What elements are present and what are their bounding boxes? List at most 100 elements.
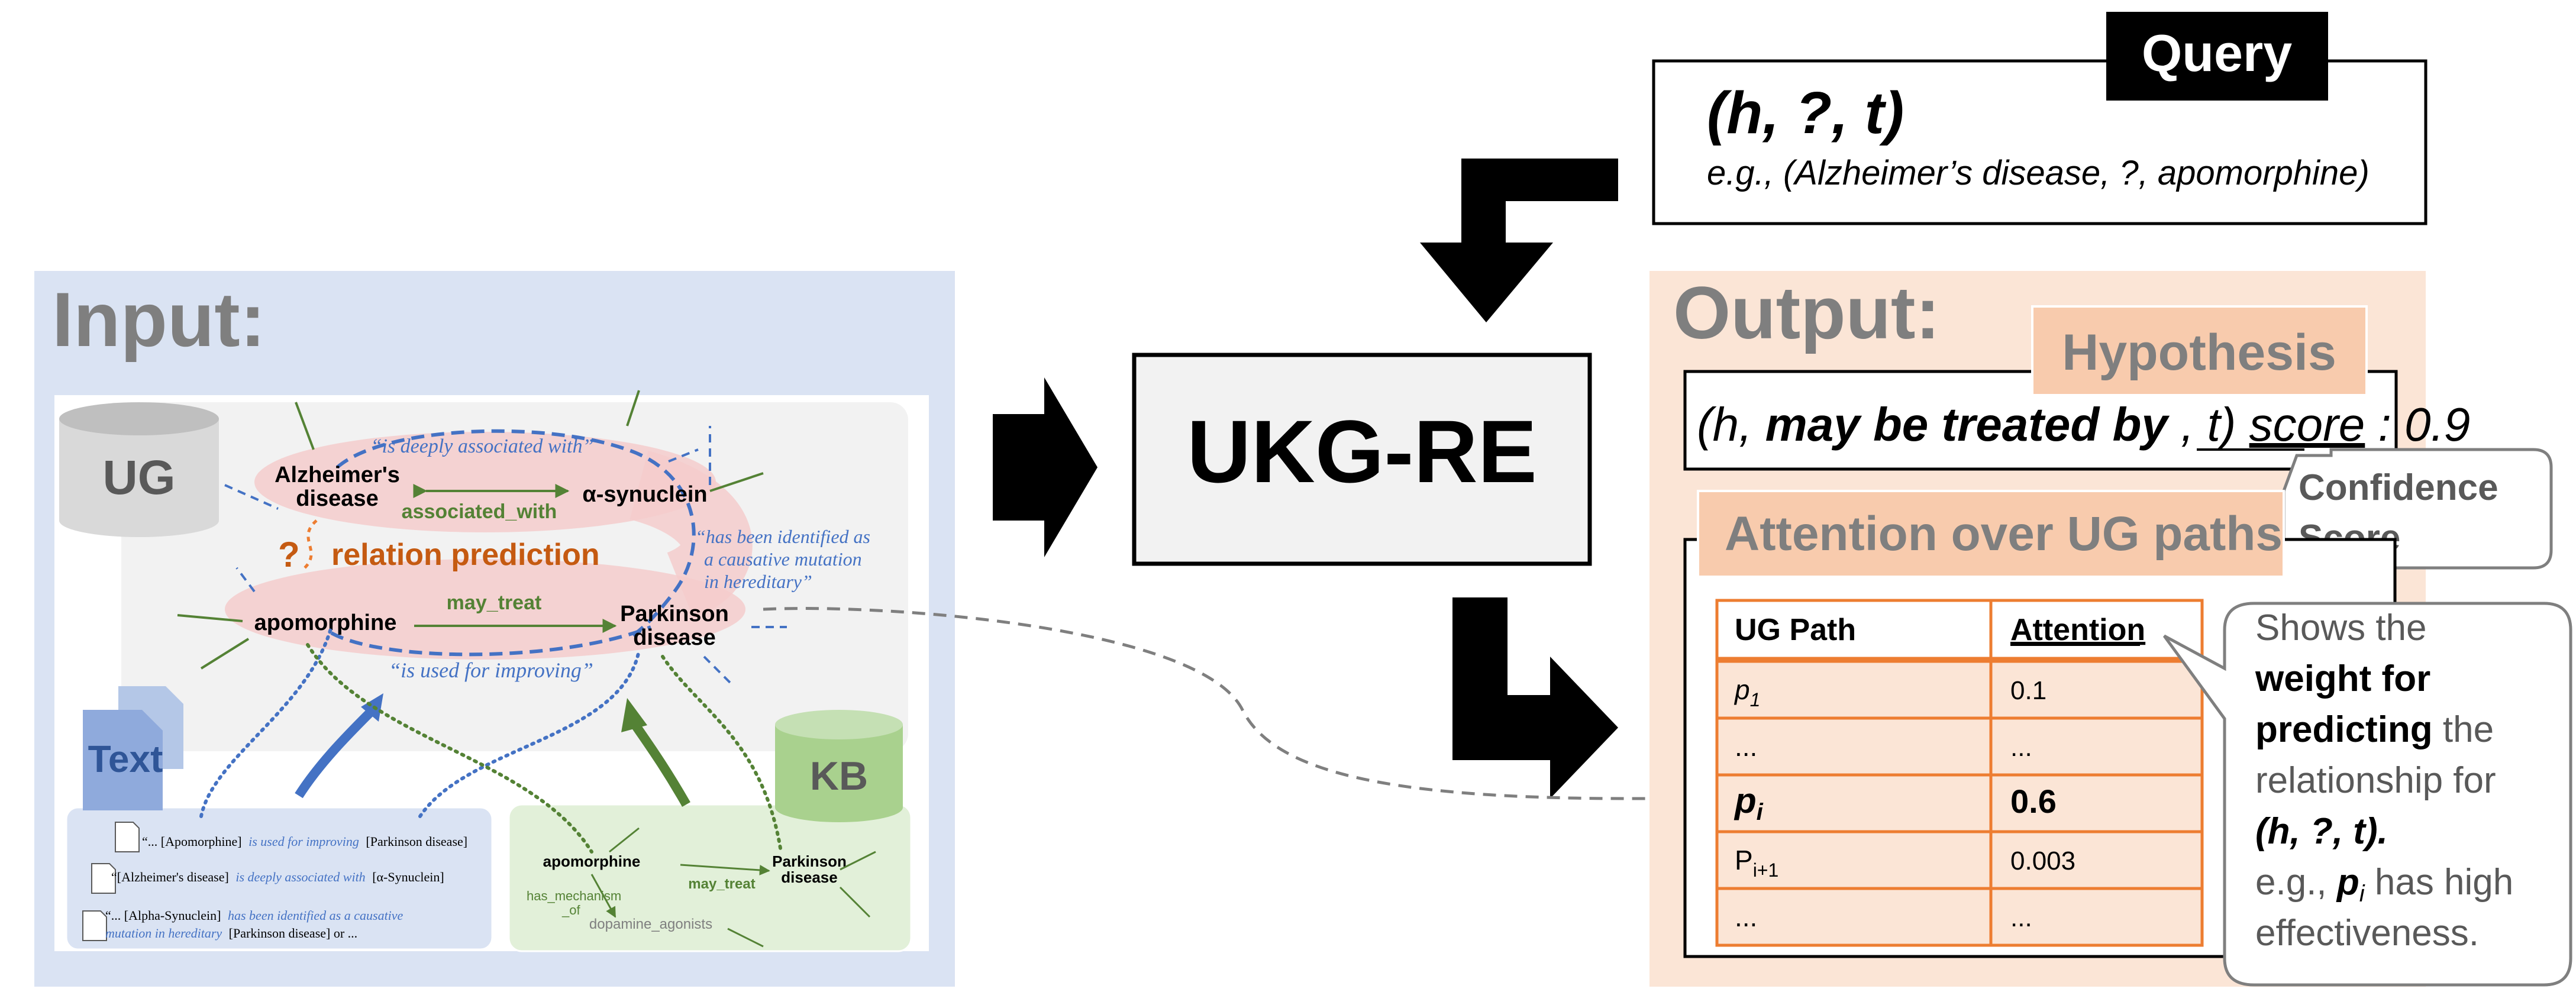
quote-identified-2: a causative mutation <box>704 548 862 570</box>
quote-identified-3: in hereditary” <box>704 571 812 592</box>
kb-edge-mechanism <box>590 874 616 918</box>
table-row <box>1715 773 2204 833</box>
attention-value-cell: ... <box>2010 903 2032 932</box>
attention-tab-label: Attention over UG paths <box>1725 507 2283 561</box>
kb-database-icon: KB <box>775 710 903 822</box>
ug-path-cell: ... <box>1735 731 1757 762</box>
attention-value-cell: 0.003 <box>2010 846 2075 875</box>
label-associated-with: associated_with <box>402 500 557 523</box>
kb-dotted-link-1 <box>306 643 593 854</box>
callout-line-2: weight for <box>2255 658 2430 699</box>
table-row <box>1715 830 2204 890</box>
text-source-panel <box>65 806 493 951</box>
query-tab-label: Query <box>2142 24 2292 82</box>
table-row <box>1715 887 2204 947</box>
model-to-output-arrow <box>1452 597 1618 799</box>
doc-stack-icons <box>82 822 140 941</box>
kb-label-may-treat: may_treat <box>688 876 755 892</box>
text-line-4: mutation in hereditary [Parkinson diseas… <box>105 926 357 941</box>
kb-label: KB <box>810 754 868 799</box>
table-body: p1 0.1...... pi 0.6Pi+1 0.003...... <box>1715 660 2204 947</box>
kb-node-apomorphine: apomorphine <box>543 852 641 870</box>
highlight-connector <box>629 451 753 619</box>
highlight-top <box>254 432 716 532</box>
kb-node-parkinson-line1: Parkinson <box>772 852 847 870</box>
text-label: Text <box>88 738 163 780</box>
attention-value-cell: 0.1 <box>2010 676 2046 705</box>
text-line-1: “... [Apomorphine] is used for improving… <box>142 834 467 849</box>
model-label: UKG-RE <box>1187 402 1537 501</box>
text-dotted-link-2 <box>418 649 641 818</box>
text-document-icon: Text <box>83 686 183 810</box>
input-panel: Input: UG <box>34 271 955 987</box>
attention-value-cell: ... <box>2010 733 2032 762</box>
callout-line-7: effectiveness. <box>2255 913 2479 954</box>
attention-table: UG Path Attention p1 0.1...... pi 0.6Pi+1 0.… <box>1715 599 2204 947</box>
kb-label-has-mechanism-1: has_mechanism <box>527 888 621 903</box>
output-title: Output: <box>1673 272 1940 354</box>
node-parkinson-line1: Parkinson <box>620 602 729 626</box>
hypothesis-tab-label: Hypothesis <box>2062 324 2336 381</box>
kb-node-dopamine: dopamine_agonists <box>589 916 712 932</box>
node-alzheimers-line1: Alzheimer's <box>275 463 400 487</box>
text-line-2: “[Alzheimer's disease] is deeply associa… <box>111 870 444 884</box>
ug-label: UG <box>103 451 176 505</box>
explanation-callout <box>2162 602 2572 987</box>
node-synuclein: α-synuclein <box>582 482 707 507</box>
explanation-text: Shows the weight for predicting the rela… <box>2255 608 2513 954</box>
ug-context-edges <box>224 426 787 687</box>
table-header-attention: Attention <box>2010 613 2145 647</box>
attention-tab <box>1697 490 2285 578</box>
confidence-line1: Confidence <box>2299 467 2498 508</box>
table-row <box>1715 660 2204 720</box>
hypothesis-tab <box>2031 305 2368 396</box>
node-apomorphine: apomorphine <box>254 610 397 635</box>
ug-path-cell: Pi+1 <box>1735 845 1778 881</box>
node-alzheimers-line2: disease <box>296 486 378 511</box>
ug-path-cell: pi <box>1734 781 1764 825</box>
callout-line-5: (h, ?, t). <box>2255 811 2388 852</box>
node-parkinson-line2: disease <box>633 625 715 650</box>
output-panel: Output: Hypothesis (h, may be treated by… <box>1649 271 2572 987</box>
query-tab <box>2106 12 2328 101</box>
input-title: Input: <box>52 276 266 363</box>
text-line-3: “... [Alpha-Synuclein] has been identifi… <box>105 908 403 923</box>
hypothesis-text: (h, may be treated by , t) score : 0.9 <box>1697 398 2470 451</box>
ug-database-icon: UG <box>59 402 219 537</box>
quote-deeply-associated: “is deeply associated with” <box>371 435 594 457</box>
attention-value-cell: 0.6 <box>2010 783 2057 820</box>
table-header-path: UG Path <box>1735 613 1856 647</box>
kb-node-parkinson-line2: disease <box>781 868 837 886</box>
kb-context-edges <box>609 827 876 948</box>
table-header-row <box>1715 599 2204 661</box>
callout-line-6: e.g., pi has high <box>2255 862 2513 907</box>
ug-path-cell: ... <box>1735 901 1757 932</box>
highlight-bottom <box>225 559 745 660</box>
query-example: e.g., (Alzheimer’s disease, ?, apomorphi… <box>1707 154 2370 192</box>
callout-line-1: Shows the <box>2255 608 2427 648</box>
ug-path-dashed-1 <box>336 429 696 641</box>
input-to-model-arrow <box>993 377 1097 557</box>
quote-used-for-improving: “is used for improving” <box>389 658 593 682</box>
callout-line-4: relationship for <box>2255 760 2496 801</box>
ug-context-edges-green <box>177 390 764 670</box>
text-to-ug-arrow <box>295 709 373 799</box>
kb-to-ug-arrow <box>629 719 690 807</box>
ug-path-cell: p1 <box>1734 674 1760 710</box>
query-box: Query (h, ?, t) e.g., (Alzheimer’s disea… <box>1652 12 2427 225</box>
kb-dotted-link-2 <box>661 655 783 854</box>
query-to-model-arrow <box>1420 159 1618 322</box>
relation-prediction-label: relation prediction <box>331 538 600 572</box>
query-triple: (h, ?, t) <box>1707 80 1904 146</box>
ukg-re-model-box: UKG-RE <box>1132 353 1592 566</box>
quote-identified-1: “has been identified as <box>695 526 870 547</box>
label-may-treat: may_treat <box>447 592 542 614</box>
callout-line-3: predicting the <box>2255 709 2494 750</box>
ug-path-dashed-2 <box>330 625 652 657</box>
question-mark: ? <box>278 535 300 574</box>
table-row <box>1715 716 2204 777</box>
path-to-pi-dashed-link <box>763 607 1730 809</box>
kb-edge-may-treat <box>680 864 770 875</box>
kb-label-has-mechanism-2: _of <box>561 903 580 917</box>
